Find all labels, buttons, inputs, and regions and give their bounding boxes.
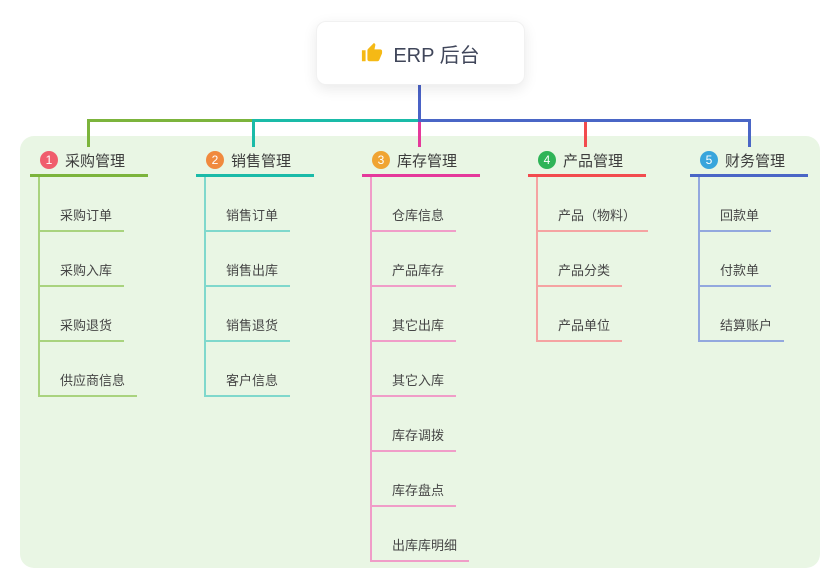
branch-node-product[interactable]: 4 产品管理 [528, 146, 646, 177]
tree-node[interactable]: 销售出库 [206, 260, 291, 287]
branch-label: 财务管理 [725, 152, 786, 170]
tree-node-row: 库存盘点 [372, 452, 480, 507]
tree-node-row: 回款单 [700, 177, 808, 232]
branch-node-finance[interactable]: 5 财务管理 [690, 146, 808, 177]
tree-node[interactable]: 销售订单 [206, 205, 291, 232]
tree-node-row: 付款单 [700, 232, 808, 287]
branch-children: 产品（物料） 产品分类 产品单位 [536, 177, 649, 342]
badge-2: 2 [206, 151, 224, 169]
connector-drop-sales [252, 119, 255, 147]
tree-node-row: 销售退货 [206, 287, 314, 342]
branch-product: 4 产品管理 产品（物料） 产品分类 产品单位 [528, 146, 649, 342]
branch-label: 销售管理 [231, 152, 292, 170]
branch-finance: 5 财务管理 回款单 付款单 结算账户 [690, 146, 808, 342]
badge-5: 5 [700, 151, 718, 169]
tree-node-row: 仓库信息 [372, 177, 480, 232]
tree-node-row: 产品单位 [538, 287, 646, 342]
tree-node[interactable]: 仓库信息 [372, 205, 457, 232]
tree-node[interactable]: 产品（物料） [538, 205, 649, 232]
tree-node-row: 产品库存 [372, 232, 480, 287]
tree-node[interactable]: 库存调拨 [372, 425, 457, 452]
tree-node[interactable]: 其它出库 [372, 315, 457, 342]
connector-root-line [418, 83, 421, 120]
tree-node-row: 供应商信息 [40, 342, 148, 397]
tree-node[interactable]: 结算账户 [700, 315, 785, 342]
tree-node[interactable]: 库存盘点 [372, 480, 457, 507]
badge-4: 4 [538, 151, 556, 169]
connector-drop-inventory [418, 119, 421, 147]
tree-node[interactable]: 客户信息 [206, 370, 291, 397]
tree-node-row: 库存调拨 [372, 397, 480, 452]
tree-node[interactable]: 其它入库 [372, 370, 457, 397]
branches-panel [20, 136, 820, 568]
tree-node[interactable]: 产品库存 [372, 260, 457, 287]
connector-bus-blue [418, 119, 751, 122]
branch-children: 采购订单 采购入库 采购退货 供应商信息 [38, 177, 148, 397]
connector-bus-teal [252, 119, 418, 122]
tree-node[interactable]: 回款单 [700, 205, 772, 232]
connector-drop-finance [748, 119, 751, 147]
branch-children: 销售订单 销售出库 销售退货 客户信息 [204, 177, 314, 397]
tree-node[interactable]: 产品分类 [538, 260, 623, 287]
tree-node[interactable]: 采购退货 [40, 315, 125, 342]
tree-node-row: 产品分类 [538, 232, 646, 287]
branch-children: 回款单 付款单 结算账户 [698, 177, 808, 342]
tree-node-row: 其它入库 [372, 342, 480, 397]
badge-3: 3 [372, 151, 390, 169]
branch-node-inventory[interactable]: 3 库存管理 [362, 146, 480, 177]
tree-node-row: 采购退货 [40, 287, 148, 342]
root-node-label: ERP 后台 [393, 44, 480, 67]
tree-node-row: 客户信息 [206, 342, 314, 397]
branch-label: 产品管理 [563, 152, 624, 170]
branch-node-sales[interactable]: 2 销售管理 [196, 146, 314, 177]
tree-node-row: 其它出库 [372, 287, 480, 342]
tree-node[interactable]: 付款单 [700, 260, 772, 287]
tree-node[interactable]: 销售退货 [206, 315, 291, 342]
badge-1: 1 [40, 151, 58, 169]
tree-node-row: 产品（物料） [538, 177, 649, 232]
tree-node[interactable]: 采购订单 [40, 205, 125, 232]
branch-node-purchase[interactable]: 1 采购管理 [30, 146, 148, 177]
tree-node-row: 销售出库 [206, 232, 314, 287]
tree-node-row: 采购入库 [40, 232, 148, 287]
tree-node[interactable]: 供应商信息 [40, 370, 138, 397]
root-node-erp[interactable]: ERP 后台 [316, 21, 525, 85]
tree-node-row: 销售订单 [206, 177, 314, 232]
tree-node[interactable]: 采购入库 [40, 260, 125, 287]
branch-label: 库存管理 [397, 152, 458, 170]
tree-node-row: 结算账户 [700, 287, 808, 342]
branch-label: 采购管理 [65, 152, 126, 170]
connector-bus-green [87, 119, 252, 122]
tree-node-row: 采购订单 [40, 177, 148, 232]
tree-node[interactable]: 出库库明细 [372, 535, 470, 562]
connector-drop-purchase [87, 119, 90, 147]
connector-drop-product [584, 119, 587, 147]
tree-node-row: 出库库明细 [372, 507, 480, 562]
branch-purchase: 1 采购管理 采购订单 采购入库 采购退货 供应商信息 [30, 146, 148, 397]
thumbs-up-icon [361, 42, 383, 64]
tree-node[interactable]: 产品单位 [538, 315, 623, 342]
branch-sales: 2 销售管理 销售订单 销售出库 销售退货 客户信息 [196, 146, 314, 397]
branch-inventory: 3 库存管理 仓库信息 产品库存 其它出库 其它入库 库存调拨 库存盘点 [362, 146, 480, 562]
branch-children: 仓库信息 产品库存 其它出库 其它入库 库存调拨 库存盘点 出库库明细 [370, 177, 480, 562]
